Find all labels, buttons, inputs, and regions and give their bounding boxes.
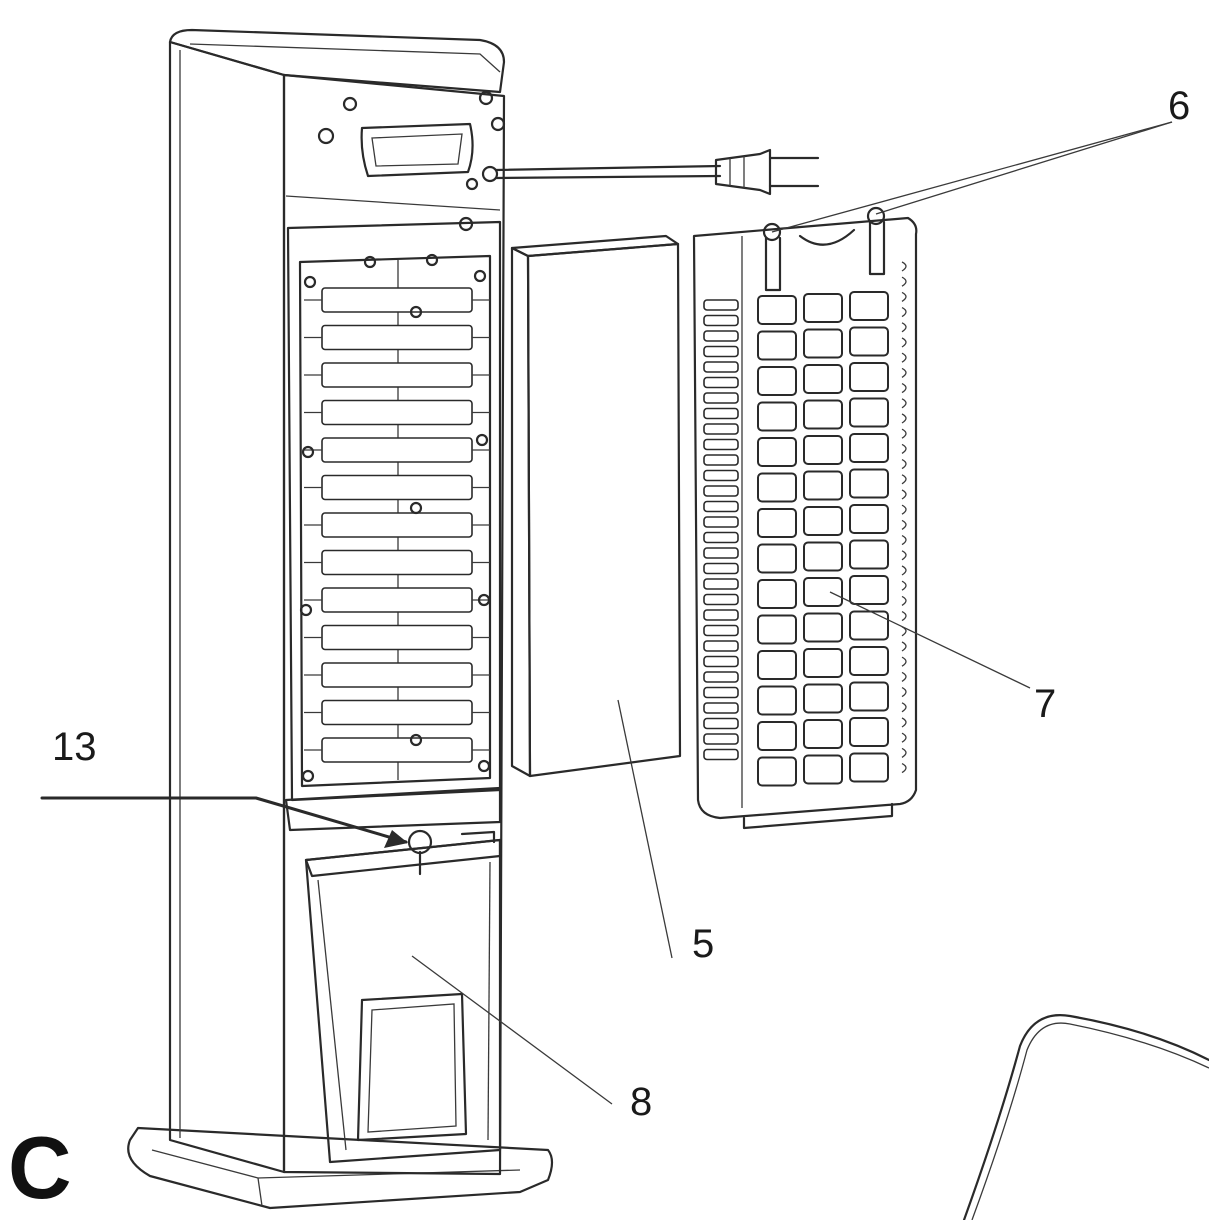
power-cord [481, 148, 820, 196]
callout-label-5: 5 [692, 922, 715, 966]
tank-knob [407, 829, 433, 876]
hanging-hooks [762, 206, 886, 292]
tower-body [127, 28, 820, 1210]
water-tank [284, 786, 502, 1164]
panel-letter: C [8, 1118, 72, 1217]
carry-handle [360, 122, 474, 178]
filter-pad [510, 234, 682, 778]
rear-grille [286, 220, 502, 802]
callout-label-13: 13 [52, 725, 97, 769]
cover-frame [692, 206, 918, 830]
stand-base-segment [962, 1014, 1209, 1222]
leader-lines [40, 121, 1173, 1105]
callout-label-8: 8 [630, 1080, 653, 1124]
callout-label-7: 7 [1034, 682, 1057, 726]
callout-label-6: 6 [1168, 84, 1191, 128]
